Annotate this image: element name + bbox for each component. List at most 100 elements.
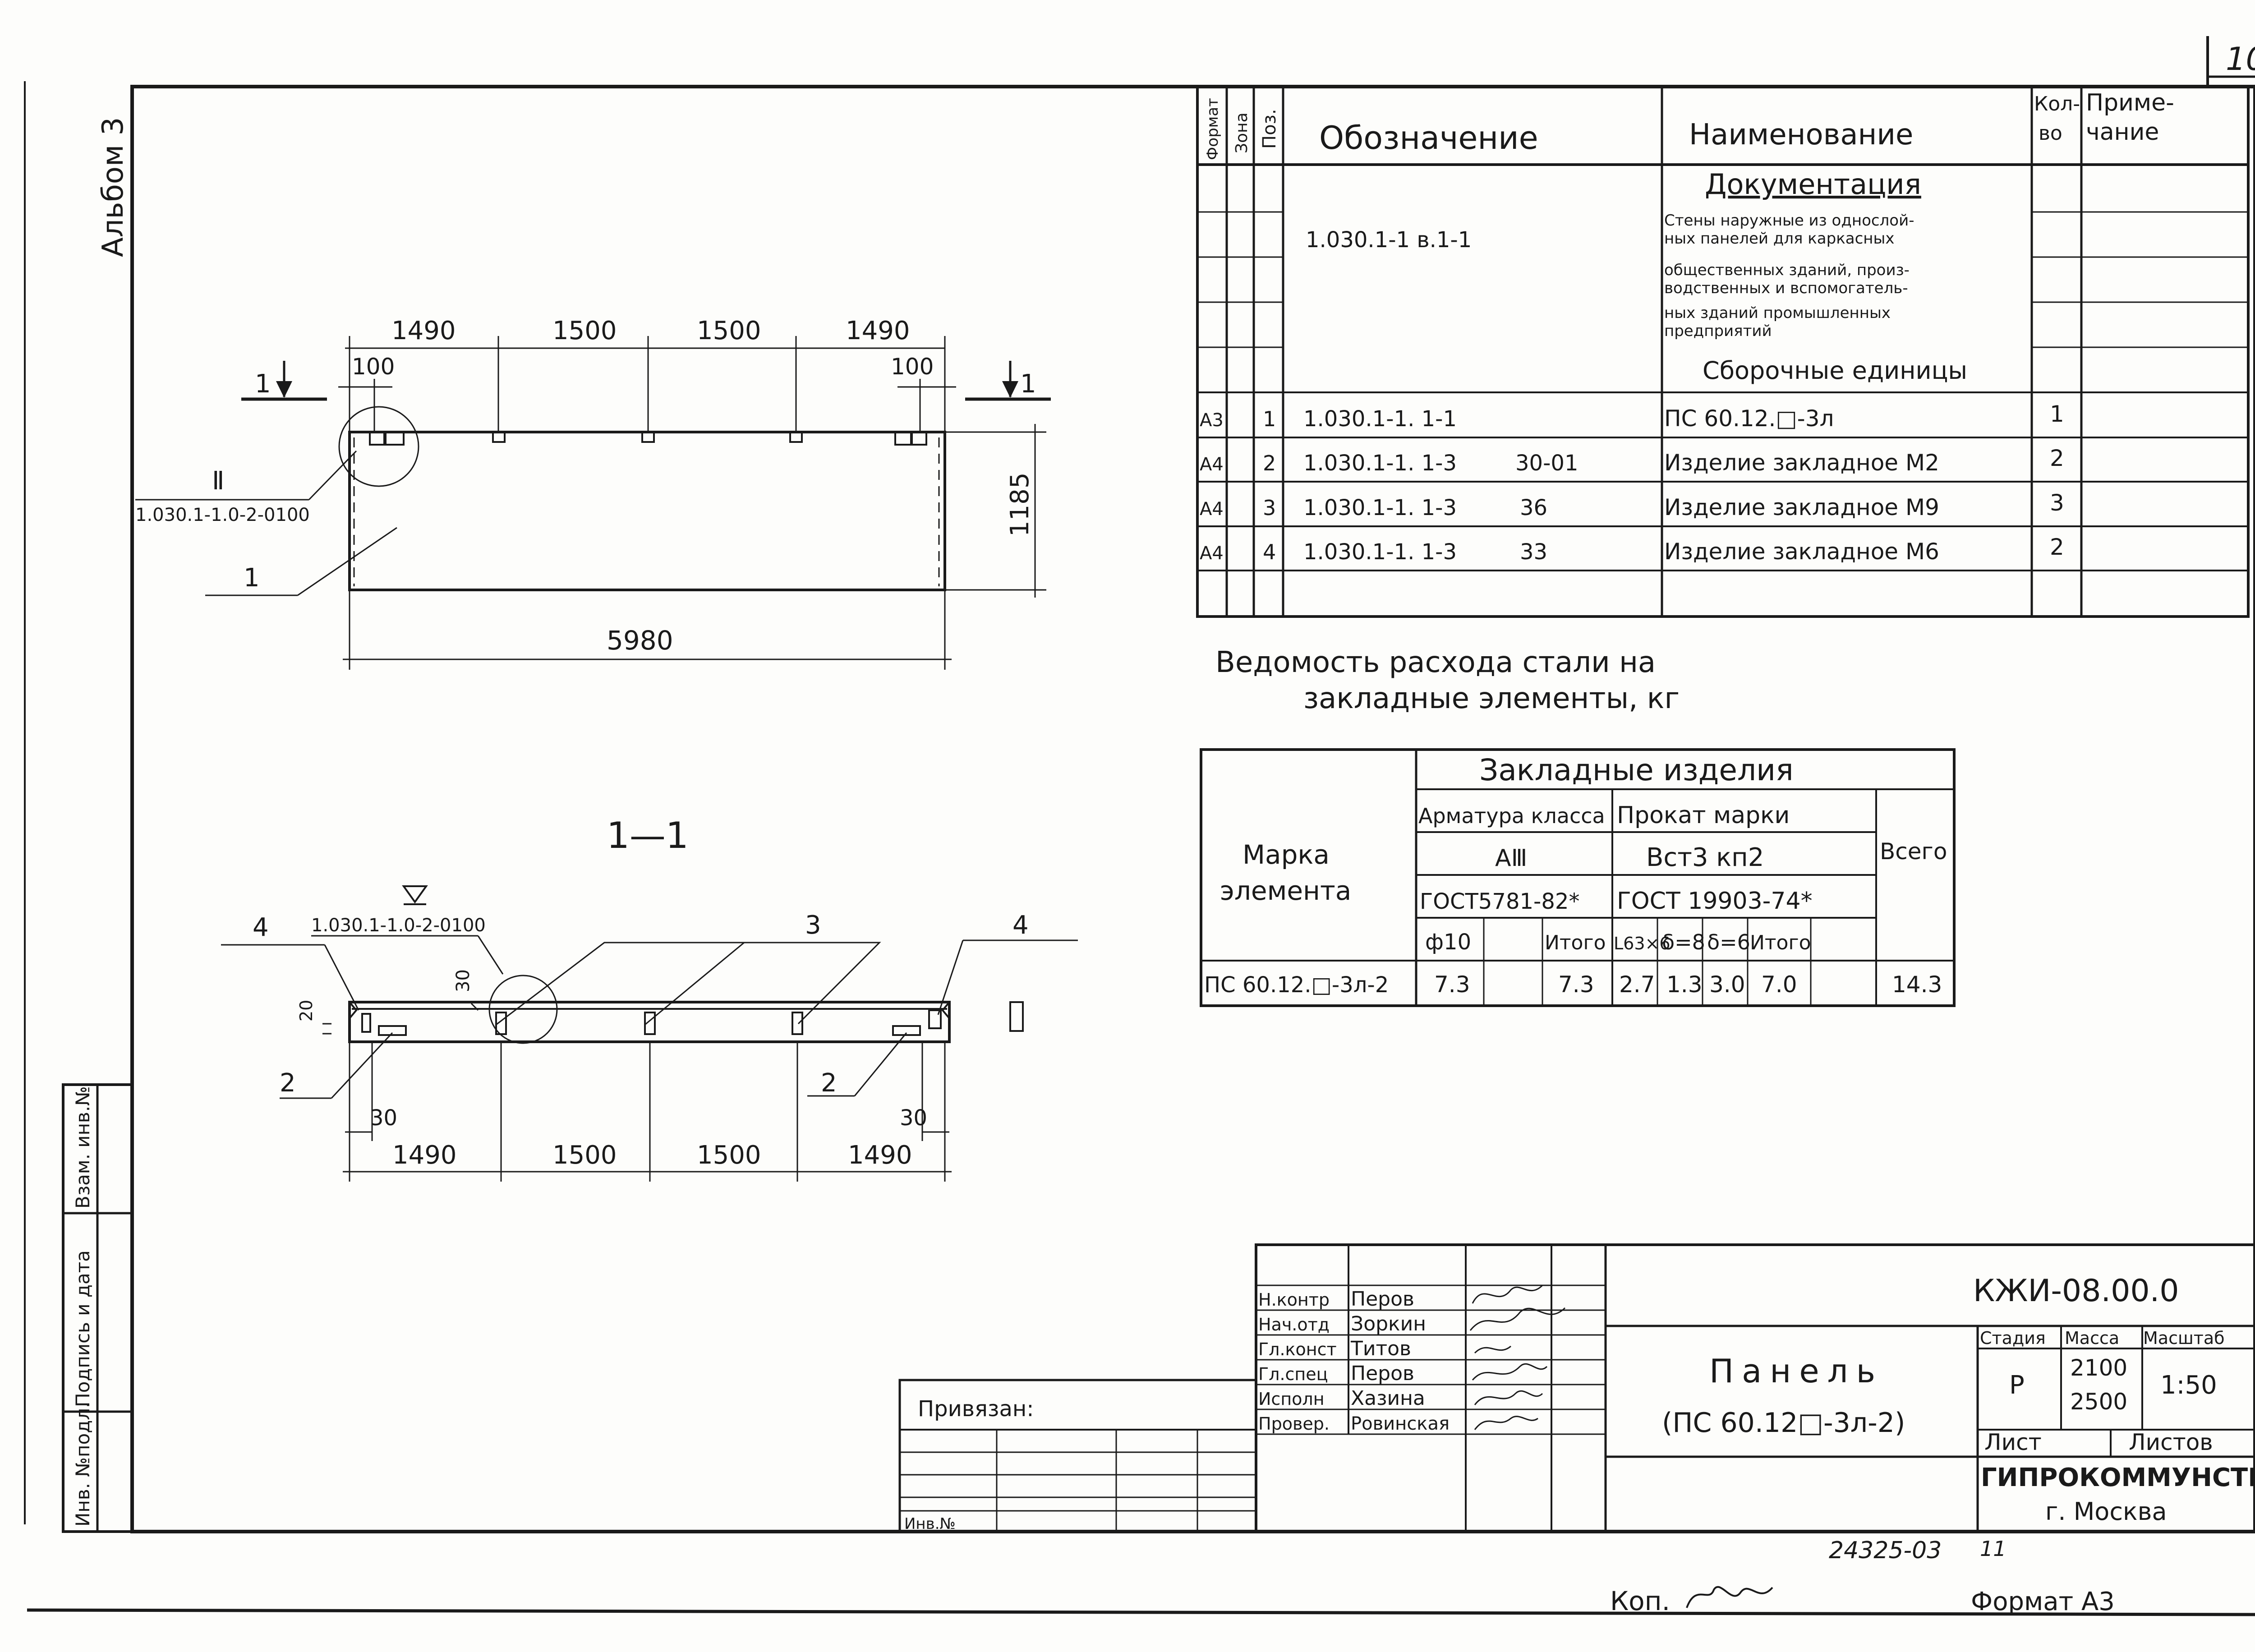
drawing-code: КЖИ-08.00.0: [1973, 1273, 2179, 1309]
plan-height-dim: 1185: [1005, 472, 1035, 537]
row2-code: 30-01: [1515, 451, 1578, 476]
steel-total-head: Всего: [1880, 838, 1947, 865]
steel-sub-4: L63×6: [1614, 934, 1671, 953]
role-2: Нач.отд: [1258, 1315, 1330, 1334]
steel-title-1: Ведомость расхода стали на: [1215, 646, 1656, 679]
row1-designation: 1.030.1-1. 1-1: [1303, 406, 1457, 432]
section-dim-20: 20: [296, 1000, 316, 1022]
mass-value-2: 2500: [2070, 1389, 2127, 1415]
row1-qty: 1: [2050, 401, 2064, 427]
plan-section-mark-right: 1: [1020, 369, 1036, 399]
steel-val-6: 3.0: [1709, 971, 1745, 998]
section-dim-4: 1490: [848, 1141, 912, 1170]
header-note-2: чание: [2086, 119, 2159, 146]
format-label: Формат А3: [1971, 1587, 2115, 1616]
header-note-1: Приме-: [2086, 89, 2174, 116]
row2-format: А4: [1200, 454, 1224, 475]
signatures: [1469, 1284, 1566, 1430]
mass-head: Масса: [2065, 1328, 2119, 1348]
plan-pos-label: 1: [244, 563, 260, 593]
steel-sub-3: Итого: [1545, 931, 1606, 954]
row4-qty: 2: [2050, 534, 2064, 560]
archive-number: 24325-03: [1829, 1537, 1942, 1564]
row2-name: Изделие закладное М2: [1664, 450, 1939, 476]
drawing-subtitle: (ПС 60.12□-3л-2): [1662, 1407, 1905, 1439]
doc-line-4: водственных и вспомогатель-: [1664, 279, 1908, 297]
archive-sheet: 11: [1980, 1537, 2006, 1561]
role-name-4: Перов: [1351, 1362, 1414, 1385]
left-stamp-strip: Инв. №подл. Подпись и дата Взам. инв.№: [62, 1083, 133, 1533]
plan-node-roman: Ⅱ: [212, 466, 225, 496]
row3-code: 36: [1520, 495, 1547, 520]
header-zona: Зона: [1233, 112, 1251, 153]
row3-qty: 3: [2050, 490, 2064, 516]
steel-rebar-class: АⅢ: [1495, 845, 1527, 872]
steel-val-1: 7.3: [1434, 971, 1470, 998]
plan-dim-3: 1500: [697, 316, 761, 345]
org-city: г. Москва: [2045, 1497, 2167, 1526]
header-poz: Поз.: [1259, 109, 1280, 149]
plan-view: 1490 1500 1500 1490 100 100 1 1 1185 598…: [135, 316, 1051, 670]
section-node-ref: 1.030.1-1.0-2-0100: [311, 915, 486, 936]
row4-designation: 1.030.1-1. 1-3: [1303, 539, 1457, 565]
steel-row-mark: ПС 60.12.□-3л-2: [1204, 972, 1389, 998]
org-name: ГИПРОКОММУНСТРОЙ: [1981, 1463, 2255, 1492]
steel-val-7: 7.0: [1761, 971, 1797, 998]
section-dim-30-right: 30: [900, 1105, 927, 1131]
row1-format: А3: [1200, 410, 1224, 431]
doc-line-2: ных панелей для каркасных: [1664, 230, 1894, 248]
plan-node-ref: 1.030.1-1.0-2-0100: [135, 505, 310, 525]
row3-designation: 1.030.1-1. 1-3: [1303, 495, 1457, 520]
row1-pos: 1: [1263, 407, 1276, 431]
steel-title-2: закладные элементы, кг: [1303, 682, 1680, 715]
section-dim-2: 1500: [552, 1141, 617, 1170]
doc-line-1: Стены наружные из однослой-: [1664, 212, 1914, 230]
row4-code: 33: [1520, 539, 1547, 565]
doc-line-5: ных зданий промышленных: [1664, 304, 1891, 322]
mass-value-1: 2100: [2070, 1355, 2127, 1381]
sheet-frame: [24, 36, 2255, 1616]
steel-val-3: 7.3: [1558, 971, 1594, 998]
role-name-5: Хазина: [1351, 1387, 1425, 1410]
section-docs: Документация: [1705, 168, 1921, 201]
steel-rebar-gost: ГОСТ5781-82*: [1420, 889, 1579, 914]
row4-format: А4: [1200, 543, 1224, 564]
section-callout-4-left: 4: [253, 913, 269, 942]
section-title: 1—1: [607, 814, 689, 856]
section-dim-30-top: 30: [453, 969, 474, 992]
podpis-label: Подпись и дата: [72, 1250, 94, 1407]
steel-rolled-gost: ГОСТ 19903-74*: [1617, 888, 1813, 915]
album-label: Альбом 3: [97, 117, 130, 257]
row3-name: Изделие закладное М9: [1664, 494, 1939, 520]
copy-label: Коп.: [1610, 1586, 1670, 1616]
steel-val-4: 2.7: [1619, 971, 1655, 998]
role-name-6: Ровинская: [1351, 1413, 1450, 1434]
role-name-3: Титов: [1350, 1337, 1411, 1360]
steel-rolled: Прокат марки: [1617, 802, 1790, 829]
role-1: Н.контр: [1258, 1290, 1330, 1310]
privyazan-label: Привязан:: [918, 1396, 1034, 1422]
scale-head: Масштаб: [2143, 1328, 2225, 1348]
role-3: Гл.конст: [1258, 1339, 1337, 1359]
copy-signature: [1686, 1586, 1773, 1608]
row3-format: А4: [1200, 499, 1224, 520]
title-block: Н.контр Перов Нач.отд Зоркин Гл.конст Ти…: [1255, 1243, 2255, 1533]
list-label: Лист: [1984, 1429, 2042, 1455]
role-name-1: Перов: [1351, 1288, 1414, 1311]
row1-name: ПС 60.12.□-3л: [1664, 405, 1834, 432]
role-name-2: Зоркин: [1351, 1312, 1426, 1335]
steel-table: Марка элемента Закладные изделия Арматур…: [1200, 748, 1956, 1007]
header-name: Наименование: [1689, 118, 1913, 152]
section-dim-30-left: 30: [370, 1105, 397, 1131]
steel-rolled-grade: Вст3 кп2: [1646, 843, 1764, 872]
section-callout-4-right: 4: [1012, 911, 1029, 940]
header-format: Формат: [1204, 98, 1222, 160]
role-5: Исполн: [1258, 1389, 1325, 1409]
section-dim-3: 1500: [697, 1141, 761, 1170]
section-units: Сборочные единицы: [1703, 356, 1967, 385]
plan-dim-2: 1500: [552, 316, 617, 345]
drawing-title: Панель: [1709, 1352, 1883, 1390]
steel-mark-head-2: элемента: [1220, 875, 1351, 906]
stage-value: Р: [2009, 1371, 2025, 1400]
